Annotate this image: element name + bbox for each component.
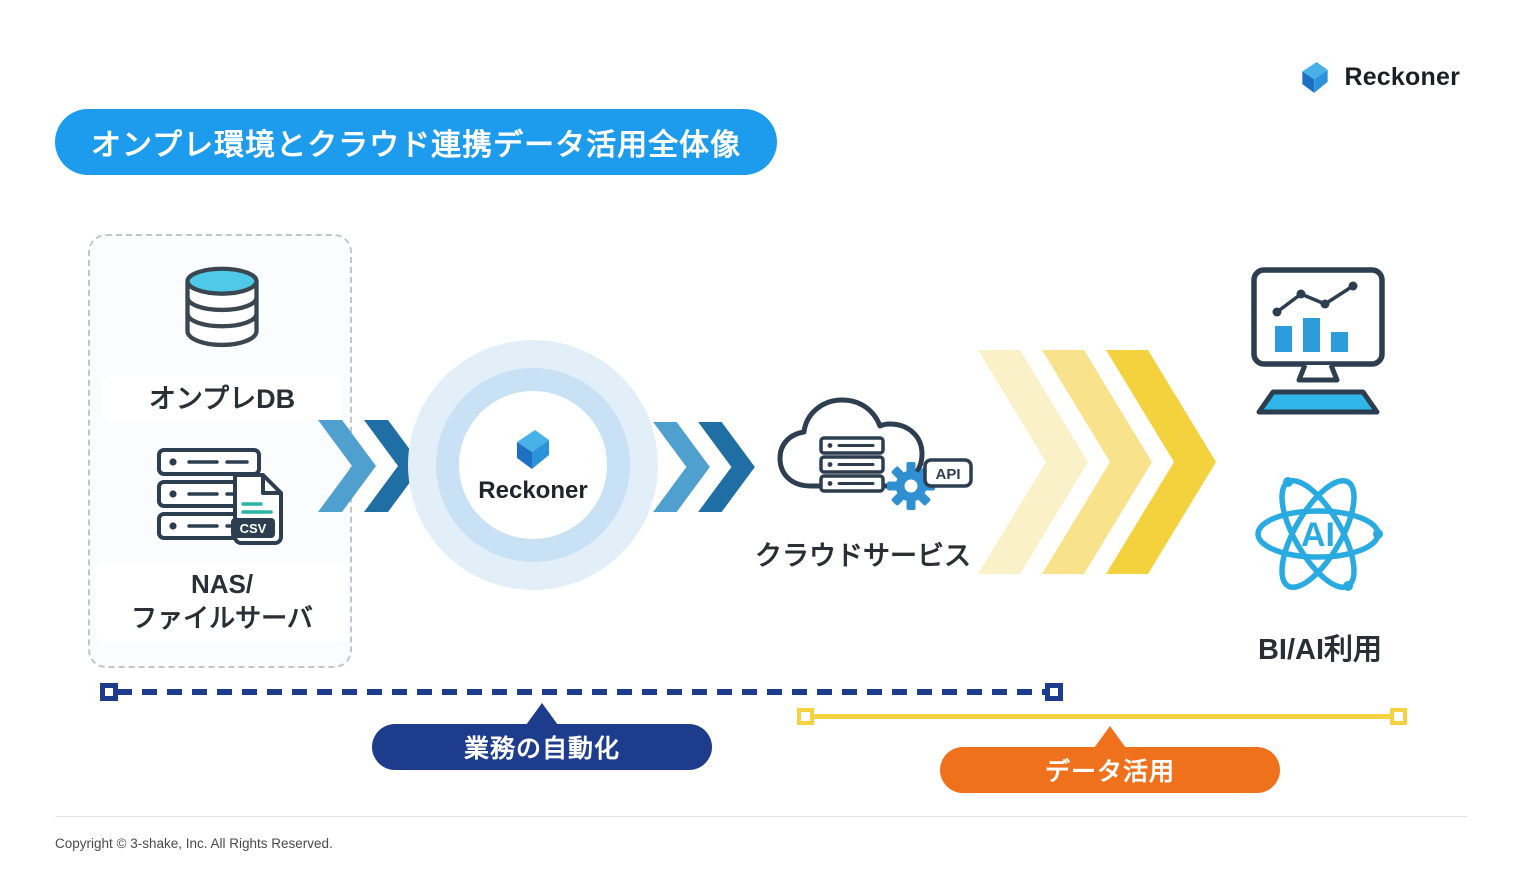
reckoner-logo-icon [1302,61,1329,93]
flow-chevrons-blue-1-icon [318,420,422,512]
flow-chevrons-blue-2-icon [653,422,755,512]
data-use-timeline-endpoint-right [1390,708,1407,725]
data-use-timeline-endpoint-left [797,708,814,725]
api-badge-label: API [935,466,960,483]
bi-ai-label: BI/AI利用 [1257,634,1383,666]
platform-circle-ring: Reckoner [436,368,630,562]
brand: Reckoner [1296,58,1460,96]
ai-atom-icon: AI [1255,477,1383,591]
nas-label-line1: NAS/ [190,569,254,599]
platform-circle: Reckoner [408,340,658,590]
flow-chevrons-yellow-icon [978,350,1216,574]
ai-badge-label: AI [1301,516,1335,554]
reckoner-logo-icon [517,430,549,469]
cloud-service-icon: API [777,397,973,510]
brand-name: Reckoner [1344,62,1460,91]
csv-badge-label: CSV [240,521,267,536]
automation-timeline-endpoint-left [100,683,118,701]
bi-dashboard-icon [1251,267,1385,415]
copyright: Copyright © 3-shake, Inc. All Rights Res… [55,836,333,851]
nas-icon-group: CSV [157,442,289,550]
platform-label: Reckoner [478,477,588,504]
automation-pill: 業務の自動化 [372,724,712,770]
data-use-pill-pointer [1094,726,1126,748]
database-icon [185,266,259,348]
csv-file-icon: CSV [231,473,283,545]
automation-timeline-line [117,689,1047,695]
data-use-timeline-line [806,714,1392,719]
nas-label: NAS/ ファイルサーバ [96,562,348,642]
api-badge: API [923,458,973,488]
footer-divider [55,816,1467,817]
data-use-pill: データ活用 [940,747,1280,793]
automation-timeline-endpoint-right [1045,683,1063,701]
page-title: オンプレ環境とクラウド連携データ活用全体像 [55,109,778,175]
onprem-group: オンプレDB [88,234,352,668]
automation-pill-pointer [526,703,558,725]
onprem-db-label: オンプレDB [102,376,342,422]
cloud-label: クラウドサービス [755,541,971,571]
nas-label-line2: ファイルサーバ [131,602,313,633]
platform-circle-core: Reckoner [459,391,607,539]
